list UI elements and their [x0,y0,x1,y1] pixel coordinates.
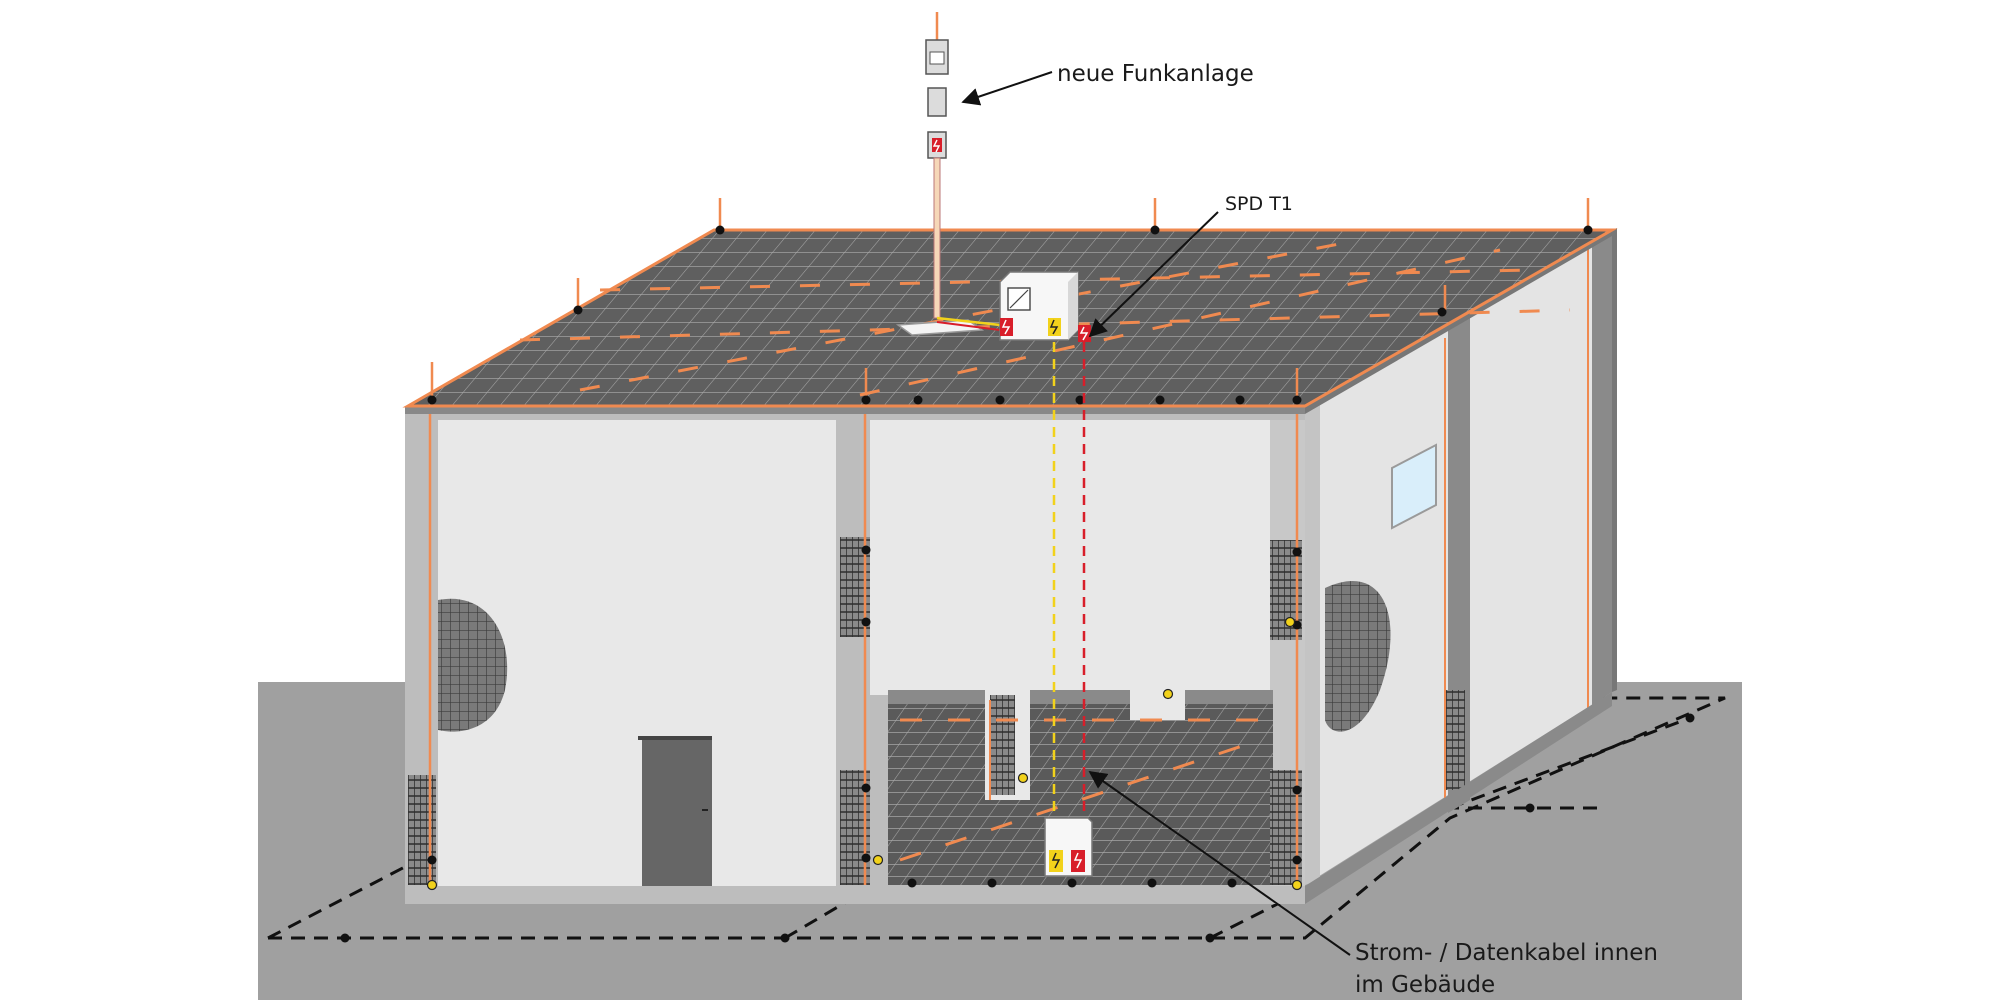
label-cable-line2: im Gebäude [1355,972,1495,998]
right-side-wall [1305,228,1617,885]
converter-box [999,271,1091,342]
equipotential-bonding-points [426,616,1303,891]
label-cable-line1: Strom- / Datenkabel innen [1355,940,1658,966]
floor-slab [405,692,1612,904]
door[interactable] [642,738,712,888]
roof-connection-points [427,225,1593,888]
distribution-box [1044,817,1093,877]
earth-termination-loop [267,696,1726,940]
antenna-mast [895,12,1001,336]
leader-lines [961,71,1351,956]
label-radio: neue Funkanlage [1057,61,1254,87]
front-wall-left [405,410,840,890]
lightning-arrester-icon [932,138,942,152]
cable-runs [1052,342,1086,815]
air-terminations [430,198,1590,398]
label-spd: SPD T1 [1225,193,1293,215]
earth-connection-points [340,713,1695,943]
